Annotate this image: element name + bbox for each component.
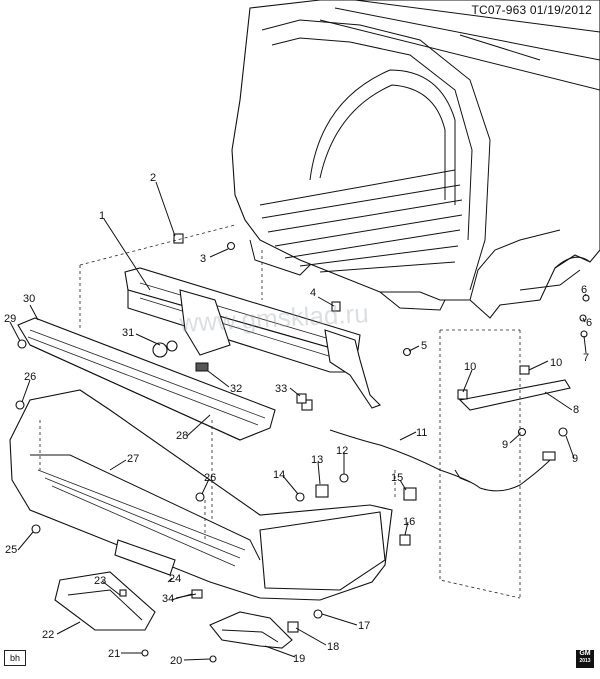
callout-16: 16 bbox=[403, 516, 415, 528]
callout-17: 17 bbox=[358, 620, 370, 632]
callout-1: 1 bbox=[99, 210, 105, 222]
callout-6b: 6 bbox=[586, 317, 592, 329]
callout-23: 23 bbox=[94, 575, 106, 587]
callout-31: 31 bbox=[122, 327, 134, 339]
callout-28: 28 bbox=[176, 430, 188, 442]
callout-15: 15 bbox=[391, 472, 403, 484]
callout-11: 11 bbox=[416, 427, 427, 439]
callout-25: 25 bbox=[5, 544, 17, 556]
gm-logo-line2: 2013 bbox=[579, 658, 591, 664]
callout-33: 33 bbox=[275, 383, 287, 395]
impact-bar bbox=[124, 267, 381, 409]
callout-4: 4 bbox=[310, 287, 316, 299]
callout-32: 32 bbox=[230, 383, 242, 395]
callout-3: 3 bbox=[200, 253, 206, 265]
callout-14: 14 bbox=[273, 469, 285, 481]
callout-19: 19 bbox=[293, 653, 305, 665]
callout-26b: 26 bbox=[204, 472, 216, 484]
callout-22: 22 bbox=[42, 629, 54, 641]
callout-20: 20 bbox=[170, 655, 182, 667]
callout-29: 29 bbox=[4, 313, 16, 325]
callout-30: 30 bbox=[23, 293, 35, 305]
side-trim bbox=[458, 379, 571, 411]
callout-18: 18 bbox=[327, 641, 339, 653]
tow-cover bbox=[209, 611, 293, 649]
reference-lines bbox=[39, 224, 521, 599]
callout-26a: 26 bbox=[24, 371, 36, 383]
callouts: 1 2 3 4 5 6 6 7 8 9 9 10 10 11 12 13 14 … bbox=[4, 172, 592, 667]
callout-8: 8 bbox=[573, 404, 579, 416]
callout-7: 7 bbox=[583, 352, 589, 364]
diagram-code: TC07-963 01/19/2012 bbox=[471, 3, 592, 17]
callout-10a: 10 bbox=[550, 357, 562, 369]
callout-34: 34 bbox=[162, 593, 174, 605]
callout-10b: 10 bbox=[464, 361, 476, 373]
callout-12: 12 bbox=[336, 445, 348, 457]
vehicle-body bbox=[231, 0, 600, 319]
wiring-harness bbox=[329, 429, 556, 492]
leader-lines bbox=[9, 181, 587, 661]
callout-27: 27 bbox=[127, 453, 139, 465]
callout-5: 5 bbox=[421, 340, 427, 352]
callout-9a: 9 bbox=[502, 439, 508, 451]
callout-21: 21 bbox=[108, 648, 120, 660]
step-pad bbox=[17, 317, 276, 441]
callout-9b: 9 bbox=[572, 453, 578, 465]
lower-trim bbox=[54, 571, 156, 631]
callout-2: 2 bbox=[150, 172, 156, 184]
gm-logo: GM 2013 bbox=[576, 650, 594, 668]
view-code-badge: bh bbox=[4, 650, 26, 666]
gm-logo-line1: GM bbox=[579, 650, 591, 657]
fasteners bbox=[15, 233, 590, 663]
callout-6a: 6 bbox=[581, 284, 587, 296]
callout-13: 13 bbox=[311, 454, 323, 466]
callout-24: 24 bbox=[169, 573, 181, 585]
